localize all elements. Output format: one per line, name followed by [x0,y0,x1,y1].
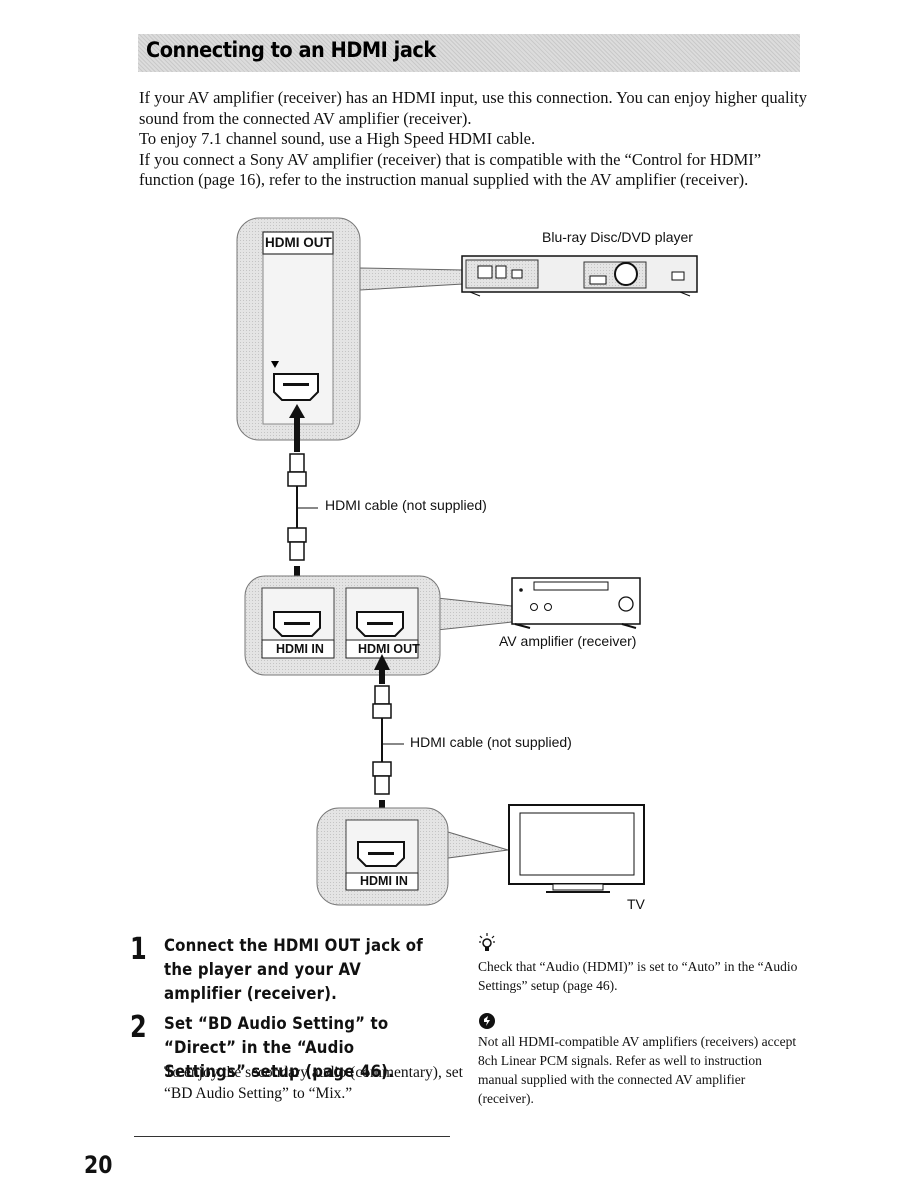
step-number: 1 [130,932,147,967]
amp-callout [244,575,513,676]
intro-paragraph: If your AV amplifier (receiver) has an H… [139,88,807,128]
tv-device [508,804,645,893]
tip-text: Check that “Audio (HDMI)” is set to “Aut… [478,959,798,993]
amp-device [511,577,641,629]
player-jack-callout [236,217,464,441]
cable-2 [372,654,404,848]
intro-paragraph: If you connect a Sony AV amplifier (rece… [139,149,762,190]
lightbulb-icon [479,933,495,951]
step-1: 1 Connect the HDMI OUT jack of the playe… [130,932,460,1004]
note-text: Not all HDMI-compatible AV amplifiers (r… [478,1034,797,1106]
player-hdmi-out-label: HDMI OUT [265,235,332,250]
step-2: 2 Set “BD Audio Setting” to “Direct” in … [130,1010,463,1122]
step-body: To enjoy the secondary audio (commentary… [164,1064,463,1102]
page-number: 20 [84,1151,113,1179]
step-number: 2 [130,1010,147,1045]
tv-callout [316,807,509,906]
cable-1 [287,404,318,612]
tv-label: TV [627,896,645,912]
cable-2-label: HDMI cable (not supplied) [410,734,572,750]
footer-rule [134,1136,450,1137]
intro-paragraph: To enjoy 7.1 channel sound, use a High S… [139,129,536,148]
amp-hdmi-in-label: HDMI IN [276,642,324,656]
step-heading: Connect the HDMI OUT jack of the player … [164,936,423,1004]
amp-label: AV amplifier (receiver) [499,633,637,649]
player-label: Blu-ray Disc/DVD player [542,229,693,245]
step-heading: Set “BD Audio Setting” to “Direct” in th… [164,1014,395,1082]
page-title: Connecting to an HDMI jack [146,38,436,62]
tv-hdmi-in-label: HDMI IN [360,874,408,888]
note-icon [479,1013,495,1029]
player-device [461,255,698,297]
amp-hdmi-out-label: HDMI OUT [358,642,420,656]
title-bar [138,34,800,72]
intro-text: If your AV amplifier (receiver) has an H… [139,88,809,191]
cable-1-label: HDMI cable (not supplied) [325,497,487,513]
